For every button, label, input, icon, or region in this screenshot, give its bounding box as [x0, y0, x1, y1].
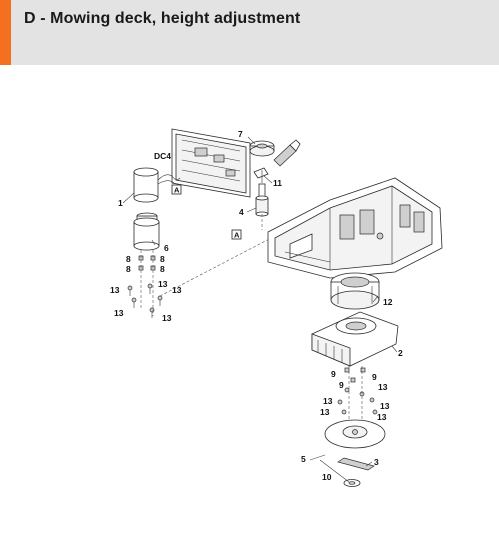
- callout-13-d: 13: [114, 308, 124, 318]
- callout-8-c: 8: [160, 254, 165, 264]
- callout-11: 11: [273, 178, 282, 188]
- callout-4: 4: [239, 207, 244, 217]
- callout-7: 7: [238, 129, 243, 139]
- callout-9-c: 9: [339, 380, 344, 390]
- callout-8-b: 8: [126, 264, 131, 274]
- callout-13-h: 13: [380, 401, 390, 411]
- clip-11: [253, 167, 269, 183]
- callout-13-i: 13: [320, 407, 330, 417]
- screws-13-left: [127, 283, 163, 318]
- page-title: D - Mowing deck, height adjustment: [24, 10, 301, 27]
- callout-labels: DC4 7 11 1 4 6 8 8 8 8 13 13 13 13 13 12…: [110, 129, 403, 482]
- callout-1: 1: [118, 198, 123, 208]
- exploded-parts-diagram: DC4 7 11 1 4 6 8 8 8 8 13 13 13 13 13 12…: [110, 128, 443, 487]
- blade-disc-5: [324, 419, 386, 449]
- callout-5: 5: [301, 454, 306, 464]
- callout-2: 2: [398, 348, 403, 358]
- nut-10: [343, 479, 361, 487]
- svg-text:A: A: [234, 231, 240, 240]
- callout-13-g: 13: [323, 396, 333, 406]
- grease-tube: [273, 139, 301, 167]
- motor-6: [133, 212, 160, 251]
- callout-13-a: 13: [110, 285, 120, 295]
- spindle-4: [255, 183, 269, 217]
- reference-marker-a-2: A: [231, 229, 242, 240]
- callout-13-b: 13: [158, 279, 168, 289]
- blade-3: [337, 457, 375, 471]
- callout-8-d: 8: [160, 264, 165, 274]
- callout-13-c: 13: [172, 285, 182, 295]
- mowing-deck-2: [311, 311, 399, 367]
- header-accent-bar: [0, 0, 11, 65]
- adjustment-knob-7: [249, 140, 275, 157]
- callout-6: 6: [164, 243, 169, 253]
- callout-13-j: 13: [377, 412, 387, 422]
- leader-lines: [122, 136, 398, 483]
- screws-8-left: [138, 255, 156, 271]
- page-header: D - Mowing deck, height adjustment: [0, 0, 499, 65]
- callout-9-b: 9: [372, 372, 377, 382]
- height-adjustment-ring-12: [330, 272, 380, 310]
- mower-chassis: [267, 177, 443, 279]
- svg-text:A: A: [174, 186, 180, 195]
- reference-marker-a-1: A: [171, 184, 182, 195]
- control-board: [171, 128, 251, 198]
- callout-13-e: 13: [162, 313, 172, 323]
- callout-8-a: 8: [126, 254, 131, 264]
- callout-13-f: 13: [378, 382, 388, 392]
- callout-12: 12: [383, 297, 393, 307]
- callout-dc4: DC4: [154, 151, 171, 161]
- motor-1: [133, 167, 181, 203]
- callout-10: 10: [322, 472, 332, 482]
- callout-3: 3: [374, 457, 379, 467]
- callout-9-a: 9: [331, 369, 336, 379]
